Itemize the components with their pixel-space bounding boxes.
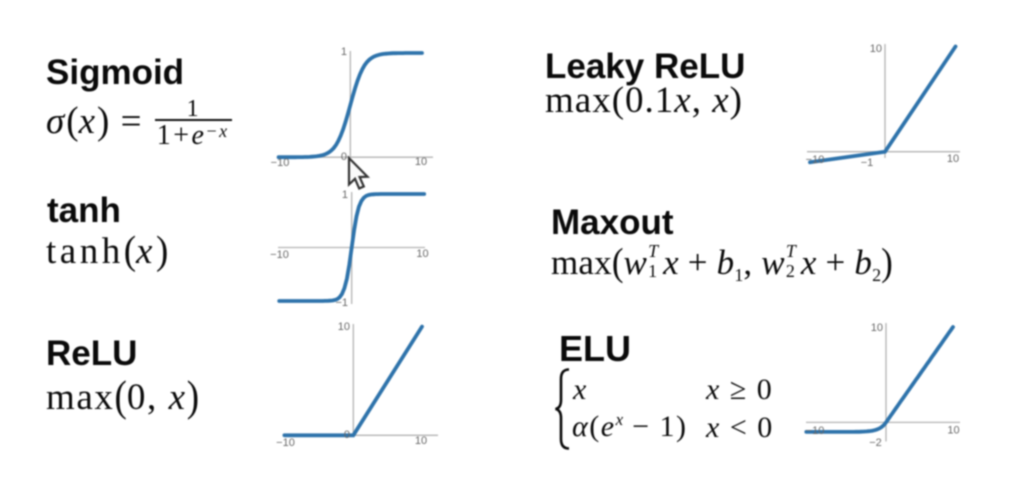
- svg-text:1: 1: [341, 46, 347, 58]
- svg-text:−10: −10: [276, 437, 295, 449]
- svg-text:1: 1: [342, 189, 348, 201]
- svg-text:−1: −1: [861, 157, 874, 169]
- svg-text:10: 10: [870, 43, 882, 55]
- svg-text:−1: −1: [335, 297, 348, 309]
- svg-text:−2: −2: [869, 437, 882, 449]
- svg-text:−10: −10: [270, 249, 289, 261]
- svg-text:−10: −10: [271, 157, 290, 169]
- svg-text:−10: −10: [806, 425, 825, 437]
- svg-text:10: 10: [947, 153, 959, 165]
- svg-text:10: 10: [416, 248, 428, 260]
- svg-text:0: 0: [341, 151, 347, 163]
- svg-text:10: 10: [871, 322, 883, 334]
- svg-text:10: 10: [947, 425, 959, 437]
- svg-text:−10: −10: [806, 154, 825, 166]
- svg-text:10: 10: [338, 321, 350, 333]
- svg-text:0: 0: [344, 429, 350, 441]
- svg-text:10: 10: [415, 435, 427, 447]
- svg-text:10: 10: [415, 156, 427, 168]
